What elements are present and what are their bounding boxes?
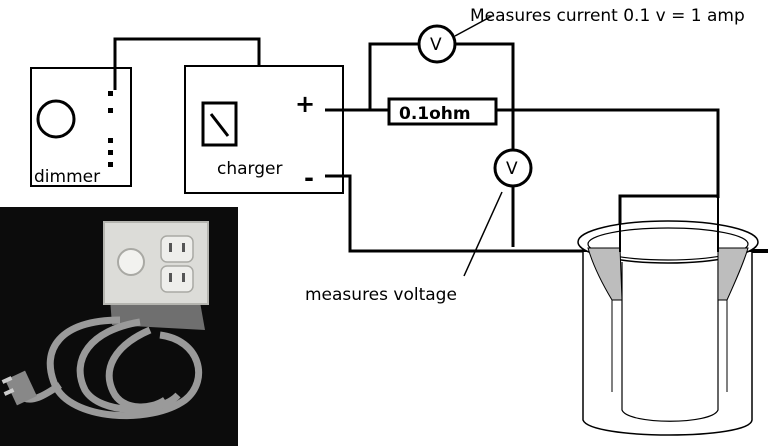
voltage-note: measures voltage bbox=[305, 285, 457, 305]
current-note-leader bbox=[454, 15, 493, 37]
charger-label: charger bbox=[217, 159, 282, 179]
current-voltmeter: V bbox=[417, 24, 457, 64]
shunt-resistor: 0.1ohm bbox=[387, 97, 498, 126]
dimmer-outlet-photo bbox=[0, 207, 238, 446]
meter-needle-icon bbox=[209, 113, 230, 137]
electrolysis-tank bbox=[577, 198, 759, 436]
current-note: Measures current 0.1 v = 1 amp bbox=[470, 6, 745, 26]
voltage-voltmeter-symbol: V bbox=[506, 159, 518, 179]
voltage-note-leader bbox=[463, 191, 503, 277]
voltage-voltmeter: V bbox=[493, 148, 533, 188]
positive-terminal-label: + bbox=[295, 90, 315, 118]
dimmer-label: dimmer bbox=[34, 167, 100, 187]
charger-box: charger + - bbox=[184, 65, 344, 194]
resistor-label: 0.1ohm bbox=[399, 104, 471, 124]
negative-terminal-label: - bbox=[304, 164, 314, 192]
current-voltmeter-symbol: V bbox=[430, 35, 442, 55]
